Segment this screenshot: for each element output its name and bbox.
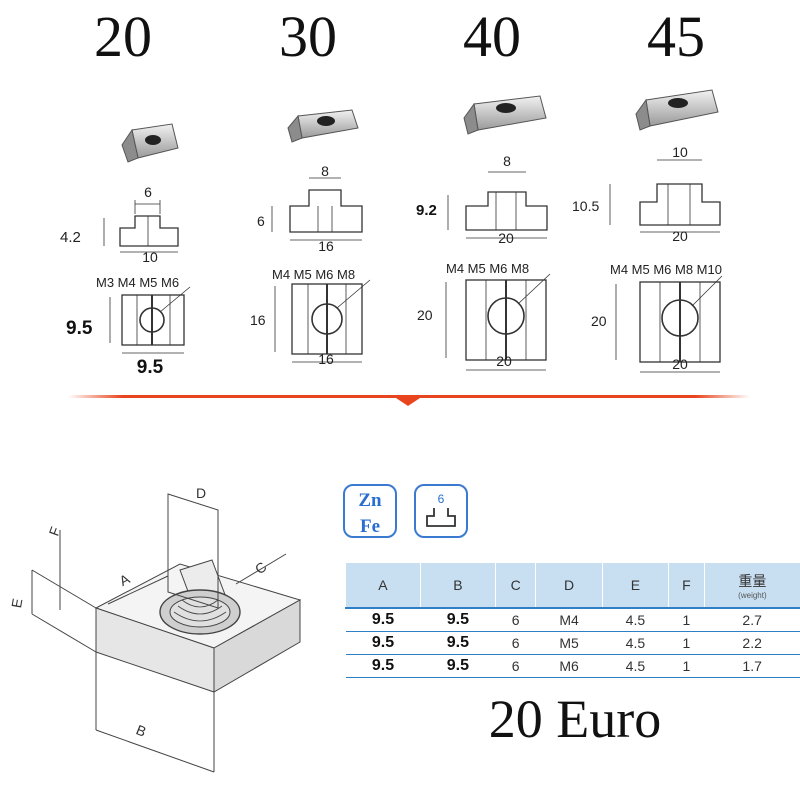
nut-30-front-width-dim: 16 [318,351,334,367]
iso-label-f: F [45,525,63,539]
table-cell: 9.5 [420,654,496,678]
iso-label-c: C [252,558,270,577]
nut-20-photo [121,123,179,163]
material-zn: Zn [358,490,382,511]
nut-30-photo [287,109,359,143]
nut-20-front [109,286,191,354]
table-cell: 4.5 [602,607,669,632]
table-cell: M5 [535,631,603,655]
nut-drawings: 6 4.2 10 M3 M4 M5 M6 9.5 9.5 8 6 16 M4 M… [60,89,750,406]
price-label: 20 Euro [488,689,662,749]
header-c: C [494,563,536,608]
nut-20-profile-base-dim: 10 [142,249,158,265]
nut-45-front-height-dim: 20 [591,313,607,329]
profile-badge: 6 [414,484,468,538]
table-cell: 1 [668,631,705,655]
header-d: D [535,563,603,608]
iso-nut-diagram: D F A C E B [8,485,302,773]
nut-45-profile-base-dim: 20 [672,228,688,244]
header-e: E [601,563,669,608]
table-cell: 4.5 [602,631,669,655]
nut-30-profile-base-dim: 16 [318,238,334,254]
table-row: 9.5 9.5 6 M6 4.5 1 1.7 [345,654,800,678]
size-title-20: 20 [94,4,152,69]
table-cell: M6 [535,654,603,678]
nut-45-front-width-dim: 20 [672,356,688,372]
nut-45-profile-top-dim: 10 [672,144,688,160]
nut-45-front [615,275,723,373]
nut-20-front-height-dim: 9.5 [66,318,93,339]
material-badge: Zn Fe [343,484,397,538]
size-title-45: 45 [647,4,705,69]
nut-40-profile-base-dim: 20 [498,230,514,246]
nut-45-profile-height-dim: 10.5 [572,198,599,214]
header-weight: 重量 (weight) [703,563,800,608]
table-cell: 6 [495,631,536,655]
nut-40-front [445,273,551,371]
table-cell: 9.5 [345,631,421,655]
nut-40-photo [463,95,547,135]
header-weight-sub: (weight) [738,590,767,600]
table-row: 9.5 9.5 6 M4 4.5 1 2.7 [345,607,800,632]
nut-30-profile [271,177,363,241]
nut-40-profile-height-dim: 9.2 [416,202,437,219]
table-cell: M4 [535,607,603,632]
header-b: B [419,563,496,608]
table-cell: 9.5 [345,654,421,678]
table-cell: 1 [668,607,705,632]
nut-40-thread-list: M4 M5 M6 M8 [446,261,529,276]
nut-20-profile-height-dim: 4.2 [60,229,81,246]
table-cell: 1 [668,654,705,678]
nut-40-front-height-dim: 20 [417,307,433,323]
spec-table: A B C D E F 重量 (weight) 9.5 9.5 6 M4 4.5… [345,563,800,678]
nut-20-profile [103,200,179,253]
header-f: F [668,563,705,608]
nut-20-front-width-dim: 9.5 [137,357,164,378]
section-divider [68,395,750,406]
table-cell: 6 [495,607,536,632]
table-row: 9.5 9.5 6 M5 4.5 1 2.2 [345,631,800,655]
spec-table-header-row: A B C D E F 重量 (weight) [345,563,800,608]
iso-label-d: D [196,485,206,501]
iso-label-a: A [116,570,132,589]
material-fe: Fe [359,516,381,537]
nut-45-thread-list: M4 M5 M6 M8 M10 [610,262,722,277]
iso-label-b: B [134,721,149,739]
nut-30-front [274,279,371,363]
table-cell: 6 [495,654,536,678]
nut-20-profile-top-dim: 6 [144,184,152,200]
size-title-40: 40 [463,4,521,69]
nut-45-photo [635,89,719,131]
nut-30-front-height-dim: 16 [250,312,266,328]
header-a: A [345,563,421,608]
table-cell: 2.2 [704,631,800,655]
table-cell: 4.5 [602,654,669,678]
table-cell: 9.5 [345,607,421,632]
nut-40-front-width-dim: 20 [496,353,512,369]
nut-30-thread-list: M4 M5 M6 M8 [272,267,355,282]
nut-45-profile [609,159,721,233]
svg-text:6: 6 [438,492,445,506]
nut-40-profile [447,171,548,239]
t-slot-icon: 6 [426,492,456,527]
header-weight-label: 重量 [738,572,767,589]
table-cell: 9.5 [420,607,496,632]
table-cell: 9.5 [420,631,496,655]
table-cell: 1.7 [704,654,800,678]
nut-30-profile-top-dim: 8 [321,163,329,179]
size-title-30: 30 [279,4,337,69]
nut-20-thread-list: M3 M4 M5 M6 [96,275,179,290]
table-cell: 2.7 [704,607,800,632]
iso-label-e: E [8,597,25,609]
nut-40-profile-top-dim: 8 [503,153,511,169]
nut-30-profile-height-dim: 6 [257,213,265,229]
